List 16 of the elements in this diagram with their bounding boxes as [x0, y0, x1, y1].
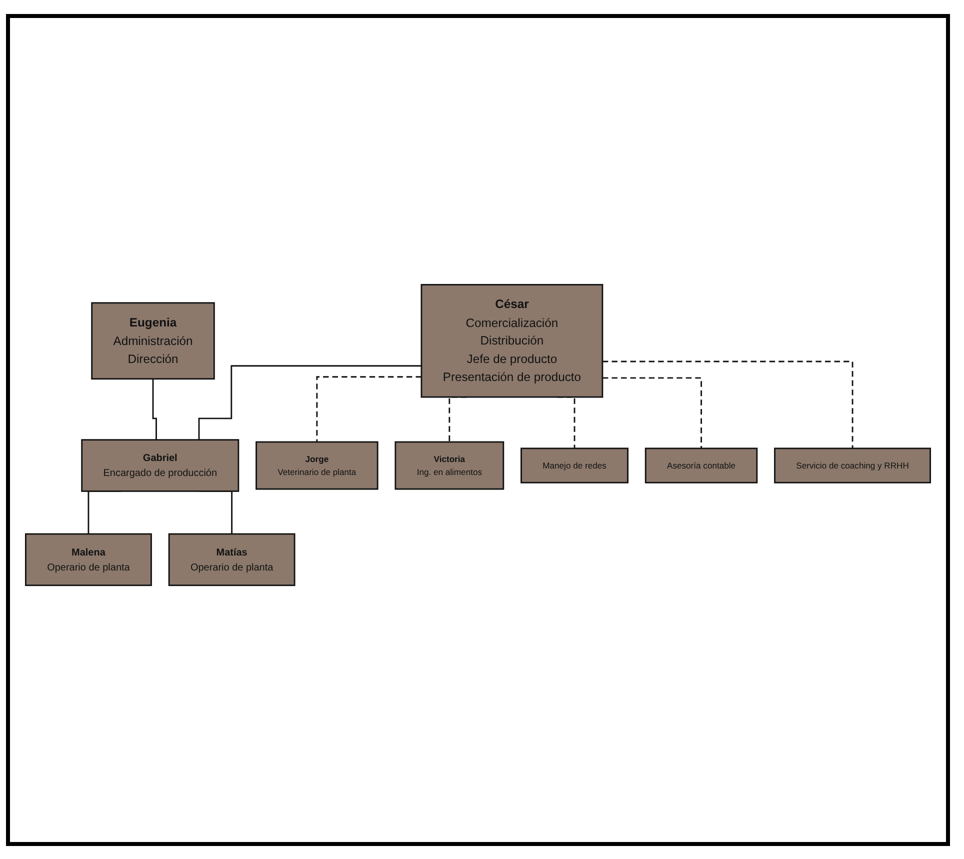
- node-box: [420, 284, 604, 398]
- connector: [152, 378, 157, 440]
- node-box: [91, 302, 215, 380]
- node-box: [81, 439, 240, 492]
- connector: [316, 376, 422, 442]
- node-box: [644, 448, 758, 484]
- connector: [602, 360, 854, 448]
- page-frame: César Comercialización Distribución Jefe de producto Presentación de producto Eugenia Administración Dirección Gabriel Encargado de producción Malena Operario de planta Matías Operario de planta Jorge Veterinario de planta Victoria Ing. en alimentos Manejo de redes Asesoría contable Servicio de coaching y RRHH: [6, 14, 950, 846]
- node-box: [394, 441, 504, 490]
- node-box: [25, 533, 152, 586]
- connector: [198, 365, 422, 440]
- node-box: [774, 448, 931, 484]
- node-box: [256, 441, 378, 490]
- node-box: [520, 448, 628, 484]
- connector: [602, 377, 702, 448]
- node-box: [168, 533, 296, 586]
